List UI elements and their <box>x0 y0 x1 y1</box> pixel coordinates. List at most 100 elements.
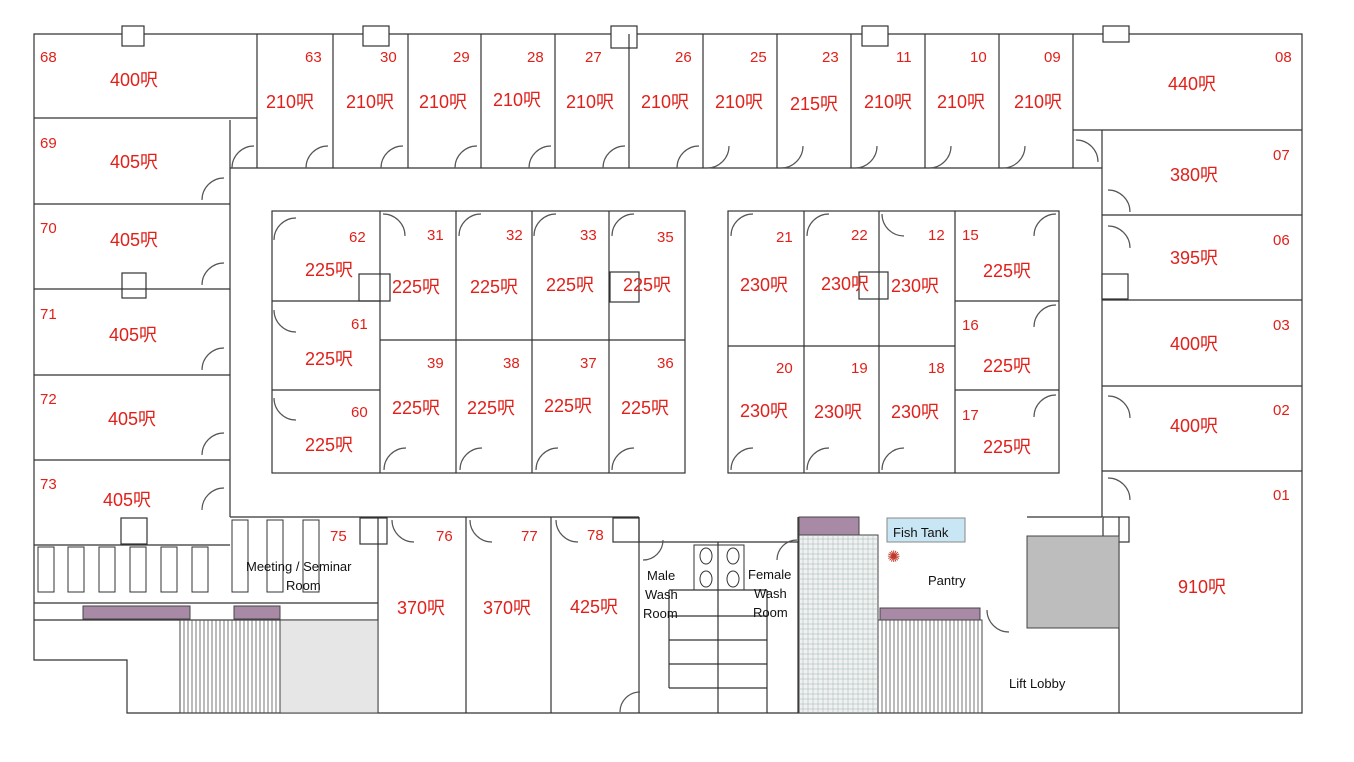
office-09-number: 09 <box>1044 49 1061 66</box>
office-02-area: 400呎 <box>1170 416 1218 436</box>
office-02-number: 02 <box>1273 402 1290 419</box>
office-08-number: 08 <box>1275 49 1292 66</box>
sparkle-icon: ✺ <box>887 547 900 566</box>
right-office-column <box>1102 214 1302 472</box>
office-61-number: 61 <box>351 316 368 333</box>
office-06-area: 395呎 <box>1170 248 1218 268</box>
female-washroom-label-2: Wash <box>754 586 787 601</box>
office-10-number: 10 <box>970 49 987 66</box>
pantry-label: Pantry <box>928 573 966 588</box>
office-16-area: 225呎 <box>983 356 1031 376</box>
office-labels: 68 400呎 63 210呎 30 210呎 29 210呎 28 210呎 … <box>40 49 1292 618</box>
office-20-area: 230呎 <box>740 401 788 421</box>
office-36-number: 36 <box>657 355 674 372</box>
central-block-left <box>271 210 686 474</box>
office-78-number: 78 <box>587 527 604 544</box>
office-78-area: 425呎 <box>570 597 618 617</box>
office-22-number: 22 <box>851 227 868 244</box>
office-21-area: 230呎 <box>740 275 788 295</box>
office-68-area: 400呎 <box>110 70 158 90</box>
office-11-number: 11 <box>896 49 912 66</box>
meeting-room-furniture <box>37 519 320 593</box>
office-38-number: 38 <box>503 355 520 372</box>
office-18-number: 18 <box>928 360 945 377</box>
left-office-column <box>34 203 230 546</box>
office-11-area: 210呎 <box>864 92 912 112</box>
office-37-area: 225呎 <box>544 396 592 416</box>
office-06-number: 06 <box>1273 232 1290 249</box>
office-03-area: 400呎 <box>1170 334 1218 354</box>
office-62-area: 225呎 <box>305 260 353 280</box>
office-07-number: 07 <box>1273 147 1290 164</box>
office-77-area: 370呎 <box>483 598 531 618</box>
office-17-number: 17 <box>962 407 979 424</box>
office-29-number: 29 <box>453 49 470 66</box>
office-38-area: 225呎 <box>467 398 515 418</box>
building-outline <box>33 33 1303 714</box>
office-17-area: 225呎 <box>983 437 1031 457</box>
office-30-area: 210呎 <box>346 92 394 112</box>
office-12-area: 230呎 <box>891 276 939 296</box>
office-26-area: 210呎 <box>641 92 689 112</box>
office-20-number: 20 <box>776 360 793 377</box>
office-73-area: 405呎 <box>103 490 151 510</box>
central-block-right <box>727 210 1060 474</box>
office-25-area: 210呎 <box>715 92 763 112</box>
office-71-area: 405呎 <box>109 325 157 345</box>
office-72-number: 72 <box>40 391 57 408</box>
office-60-number: 60 <box>351 404 368 421</box>
fish-tank-label: Fish Tank <box>893 525 949 540</box>
fish-tank-box <box>886 517 966 543</box>
meeting-room-label-2: Room <box>286 578 321 593</box>
lift-lobby-label: Lift Lobby <box>1009 676 1066 691</box>
office-23-area: 215呎 <box>790 94 838 114</box>
office-25-number: 25 <box>750 49 767 66</box>
office-16-number: 16 <box>962 317 979 334</box>
office-08-area: 440呎 <box>1168 74 1216 94</box>
office-28-area: 210呎 <box>493 90 541 110</box>
office-19-number: 19 <box>851 360 868 377</box>
office-70-number: 70 <box>40 220 57 237</box>
corridor-walls <box>229 120 1103 517</box>
office-29-area: 210呎 <box>419 92 467 112</box>
office-21-number: 21 <box>776 229 793 246</box>
lift-shaft <box>1026 535 1120 629</box>
office-31-area: 225呎 <box>392 277 440 297</box>
office-32-number: 32 <box>506 227 523 244</box>
office-33-area: 225呎 <box>546 275 594 295</box>
office-10-area: 210呎 <box>937 92 985 112</box>
office-76-area: 370呎 <box>397 598 445 618</box>
office-33-number: 33 <box>580 227 597 244</box>
office-26-number: 26 <box>675 49 692 66</box>
office-19-area: 230呎 <box>814 402 862 422</box>
office-28-number: 28 <box>527 49 544 66</box>
office-39-number: 39 <box>427 355 444 372</box>
office-76-number: 76 <box>436 528 453 545</box>
office-07-area: 380呎 <box>1170 165 1218 185</box>
office-37-number: 37 <box>580 355 597 372</box>
office-71-number: 71 <box>40 306 57 323</box>
office-27-area: 210呎 <box>566 92 614 112</box>
office-22-area: 230呎 <box>821 274 869 294</box>
office-69-number: 69 <box>40 135 57 152</box>
office-03-number: 03 <box>1273 317 1290 334</box>
male-washroom-label-2: Wash <box>645 587 678 602</box>
facility-labels: Meeting / Seminar Room Male Wash Room Fe… <box>246 525 1066 691</box>
office-01-number: 01 <box>1273 487 1290 504</box>
office-72-area: 405呎 <box>108 409 156 429</box>
office-69-area: 405呎 <box>110 152 158 172</box>
office-01-area: 910呎 <box>1178 577 1226 597</box>
office-68-number: 68 <box>40 49 57 66</box>
male-washroom-label: Male <box>647 568 675 583</box>
office-15-number: 15 <box>962 227 979 244</box>
office-15-area: 225呎 <box>983 261 1031 281</box>
doors <box>201 139 1131 713</box>
office-36-area: 225呎 <box>621 398 669 418</box>
office-18-area: 230呎 <box>891 402 939 422</box>
office-73-number: 73 <box>40 476 57 493</box>
washroom-fixtures <box>693 544 745 591</box>
office-63-area: 210呎 <box>266 92 314 112</box>
office-09-area: 210呎 <box>1014 92 1062 112</box>
structural-columns <box>120 25 1130 545</box>
